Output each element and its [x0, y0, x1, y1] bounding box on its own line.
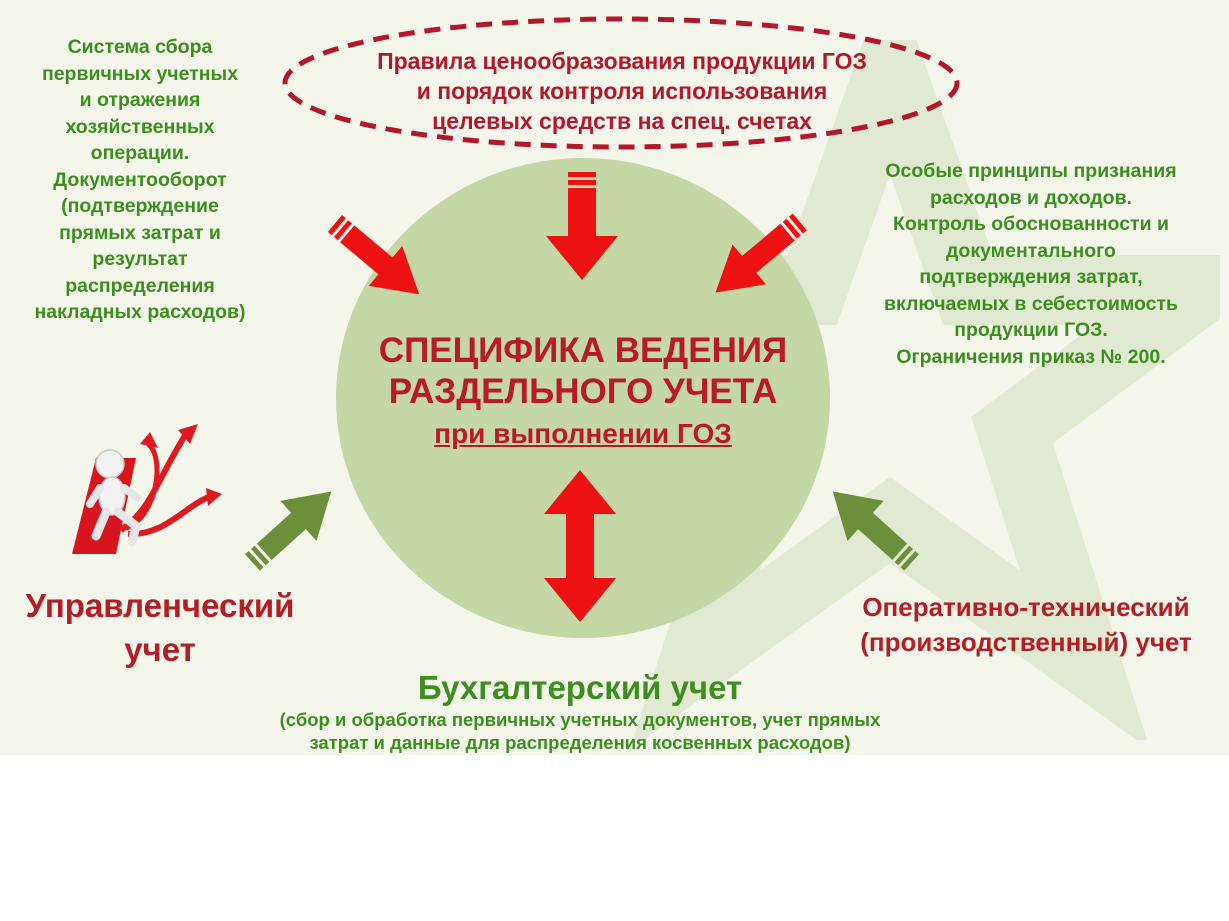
right-description: Особые принципы признания расходов и дох…	[840, 158, 1222, 370]
accounting-subtitle: (сбор и обработка первичных учетных доку…	[230, 708, 930, 754]
accounting-title: Бухгалтерский учет	[380, 668, 780, 708]
person-running-arrows-icon	[66, 418, 226, 558]
red-double-arrow-icon	[540, 468, 620, 624]
operational-accounting-label: Оперативно-технический (производственный…	[826, 590, 1226, 660]
green-arrow-right-icon	[812, 470, 928, 580]
left-description: Система сбора первичных учетных и отраже…	[6, 34, 274, 326]
pricing-rules-text: Правила ценообразования продукции ГОЗ и …	[300, 46, 944, 136]
red-arrow-top-icon	[542, 170, 622, 282]
management-accounting-label: Управленческий учет	[10, 584, 310, 672]
center-title: СПЕЦИФИКА ВЕДЕНИЯ РАЗДЕЛЬНОГО УЧЕТА при …	[336, 330, 830, 452]
green-arrow-left-icon	[236, 470, 352, 580]
red-arrow-top-right-icon	[696, 205, 816, 315]
red-arrow-top-left-icon	[320, 205, 440, 315]
diagram-slide: Правила ценообразования продукции ГОЗ и …	[0, 0, 1229, 755]
